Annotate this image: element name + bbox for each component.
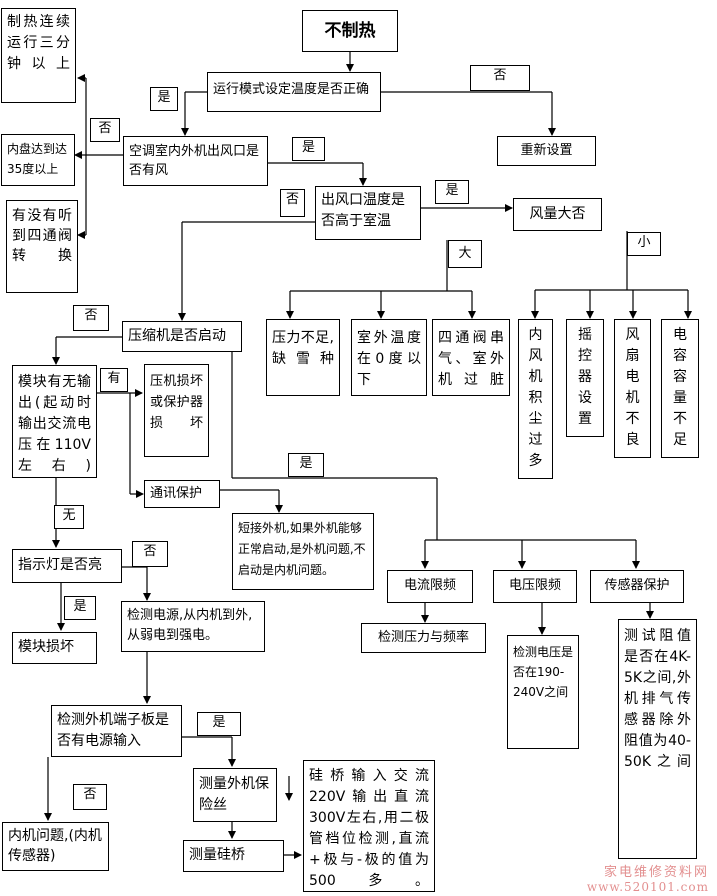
start-node-not-heating: 不制热 [302, 10, 398, 52]
node-capacitor: 电容容量不足 [661, 319, 699, 458]
label-no-mode: 否 [470, 65, 530, 91]
node-coil-35: 内盘达到达35度以上 [1, 134, 75, 186]
node-outlet-temp: 出风口温度是否高于室温 [315, 186, 421, 240]
node-sensor-test: 测试阻值是否在4K-5K之间,外机排气传感器除外阻值为40-50K之间 [618, 619, 697, 859]
node-pressure-low: 压力不足,缺雪种 [266, 319, 340, 396]
node-indoor-problem: 内机问题,(内机传感器) [2, 822, 109, 871]
label-yes-mode: 是 [150, 87, 178, 111]
node-mode-temp: 运行模式设定温度是否正确 [207, 72, 381, 112]
node-measure-fuse: 测量外机保险丝 [193, 768, 277, 822]
node-outdoor-below-zero: 室外温度在0度以下 [351, 319, 427, 396]
watermark: 家电维修资料网 www.520101.com [586, 865, 709, 894]
node-sensor-protect: 传感器保护 [590, 570, 684, 603]
node-bridge-detail: 硅桥输入交流220V输出直流300V左右,用二极管档位检测,直流+极与-极的值为… [303, 760, 435, 892]
node-short-outdoor: 短接外机,如果外机能够正常启动,是外机问题,不启动是内机问题。 [232, 513, 374, 590]
node-compressor: 压缩机是否启动 [122, 321, 242, 352]
node-remote-setting: 摇控器设置 [566, 319, 604, 437]
label-no-terminal: 否 [73, 784, 107, 810]
node-fan-big: 风量大否 [513, 198, 602, 231]
label-yes-outlet: 是 [435, 180, 469, 204]
node-measure-bridge: 测量硅桥 [183, 840, 284, 872]
node-indicator: 指示灯是否亮 [12, 549, 122, 583]
label-no-indicator: 否 [132, 541, 168, 567]
node-four-way-valve: 有没有听到四通阀转换 [6, 200, 78, 293]
node-voltage-limit: 电压限频 [493, 570, 577, 603]
node-fan-motor: 风扇电机不良 [614, 319, 651, 458]
node-module-output: 模块有无输出(起动时输出交流电压在110V左右) [12, 365, 97, 478]
node-module-bad: 模块损坏 [12, 632, 97, 664]
label-yes-indicator: 是 [64, 596, 96, 620]
label-no-compressor: 否 [73, 305, 109, 331]
node-check-power: 检测电源,从内机到外,从弱电到强电。 [121, 601, 265, 652]
node-indoor-fan-dust: 内风机积尘过多 [518, 319, 553, 479]
label-big: 大 [448, 240, 482, 268]
label-have-module: 有 [100, 368, 128, 392]
node-terminal-power: 检测外机端子板是否有电源输入 [51, 705, 182, 757]
node-heat-3min: 制热连续运行三分钟以上 [1, 8, 76, 103]
label-yes-airflow: 是 [292, 137, 325, 161]
node-compressor-damage: 压机损坏或保护器损坏 [144, 364, 209, 457]
label-small: 小 [627, 232, 661, 256]
label-no-airflow: 否 [90, 118, 120, 142]
node-comm-protect: 通讯保护 [144, 480, 220, 508]
node-valve-leak: 四通阀串气、室外机过脏 [432, 319, 510, 396]
node-airflow: 空调室内外机出风口是否有风 [123, 136, 268, 186]
node-current-limit: 电流限频 [387, 570, 473, 603]
node-check-voltage: 检测电压是否在190-240V之间 [507, 635, 579, 749]
node-check-pressure-freq: 检测压力与频率 [361, 623, 486, 653]
label-no-outlet: 否 [280, 189, 305, 217]
label-yes-terminal: 是 [197, 712, 241, 736]
node-reset: 重新设置 [497, 136, 596, 166]
label-yes-compressor: 是 [288, 453, 324, 477]
label-none-module: 无 [54, 505, 84, 529]
